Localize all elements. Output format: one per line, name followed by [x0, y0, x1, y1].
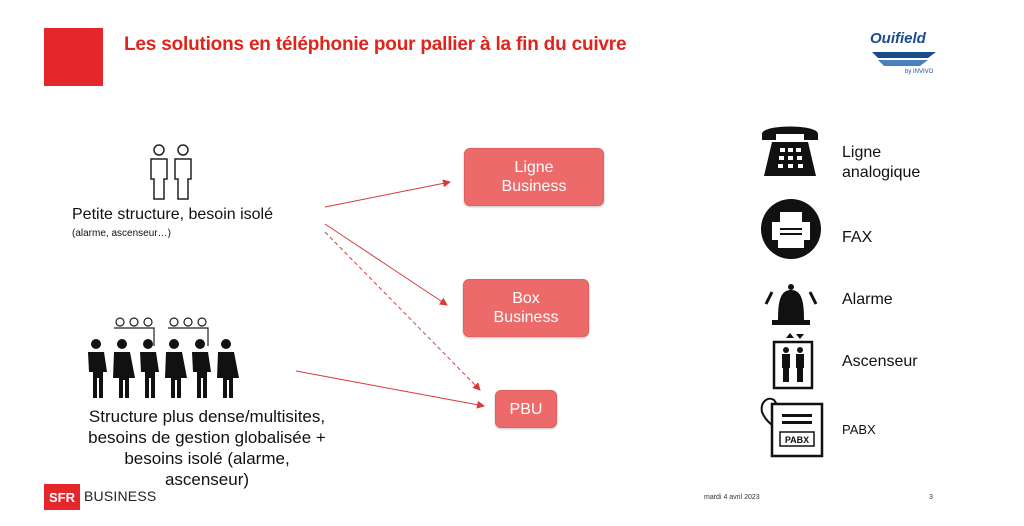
arrow-large-to-pbu [295, 370, 485, 409]
box-business-box: Box Business [463, 279, 589, 337]
pbu-label: PBU [509, 400, 543, 418]
elevator-icon [772, 333, 814, 390]
partner-logo-name: Ouifield [870, 30, 926, 47]
large-structure-line-4: ascenseur) [164, 470, 250, 489]
partner-logo-mark [872, 52, 936, 66]
ligne-business-box: Ligne Business [464, 148, 604, 206]
pabx-icon-text: PABX [785, 435, 809, 445]
telephone-icon [762, 126, 818, 176]
slide-date: mardi 4 avril 2023 [704, 494, 760, 501]
slide-title: Les solutions en téléphonie pour pallier… [124, 34, 627, 55]
partner-logo-by: by INVIVO [905, 69, 934, 75]
box-business-line-1: Box [512, 290, 540, 307]
arrow-small-to-ligne [324, 179, 451, 208]
large-structure-line-3: besoins isolé (alarme, [124, 449, 290, 468]
fax-icon [761, 199, 821, 259]
ligne-business-line-2: Business [501, 178, 567, 195]
large-structure-line-1: Structure plus dense/multisites, [88, 407, 326, 426]
large-structure-label: Structure plus dense/multisites, besoins… [52, 406, 362, 490]
legend-fax: FAX [842, 229, 873, 246]
legend-pabx: PABX [842, 422, 876, 437]
sfr-business-label: BUSINESS [84, 488, 157, 504]
legend-ligne-analogique-line-1: Ligne [842, 144, 882, 161]
legend-alarme: Alarme [842, 291, 893, 308]
small-structure-label: Petite structure, besoin isolé [72, 206, 273, 223]
alarm-bell-icon [764, 284, 818, 325]
arrow-small-to-box [324, 223, 448, 306]
large-structure-line-2: besoins de gestion globalisée + [88, 428, 326, 447]
red-square-marker [44, 28, 103, 86]
legend-ligne-analogique: Ligne analogique [842, 143, 920, 183]
legend-ligne-analogique-line-2: analogique [842, 164, 921, 181]
ligne-business-line-1: Ligne [514, 159, 554, 176]
legend-ascenseur: Ascenseur [842, 353, 918, 370]
arrow-small-to-pbu [324, 231, 481, 391]
page-number: 3 [929, 494, 933, 501]
two-people-icon [150, 144, 192, 200]
small-structure-sub: (alarme, ascenseur…) [72, 228, 171, 239]
box-business-line-2: Business [493, 309, 559, 326]
pabx-icon: PABX [760, 397, 824, 458]
pbu-box: PBU [495, 390, 557, 428]
crowd-icon [88, 317, 239, 398]
sfr-logo: SFR [44, 484, 80, 510]
